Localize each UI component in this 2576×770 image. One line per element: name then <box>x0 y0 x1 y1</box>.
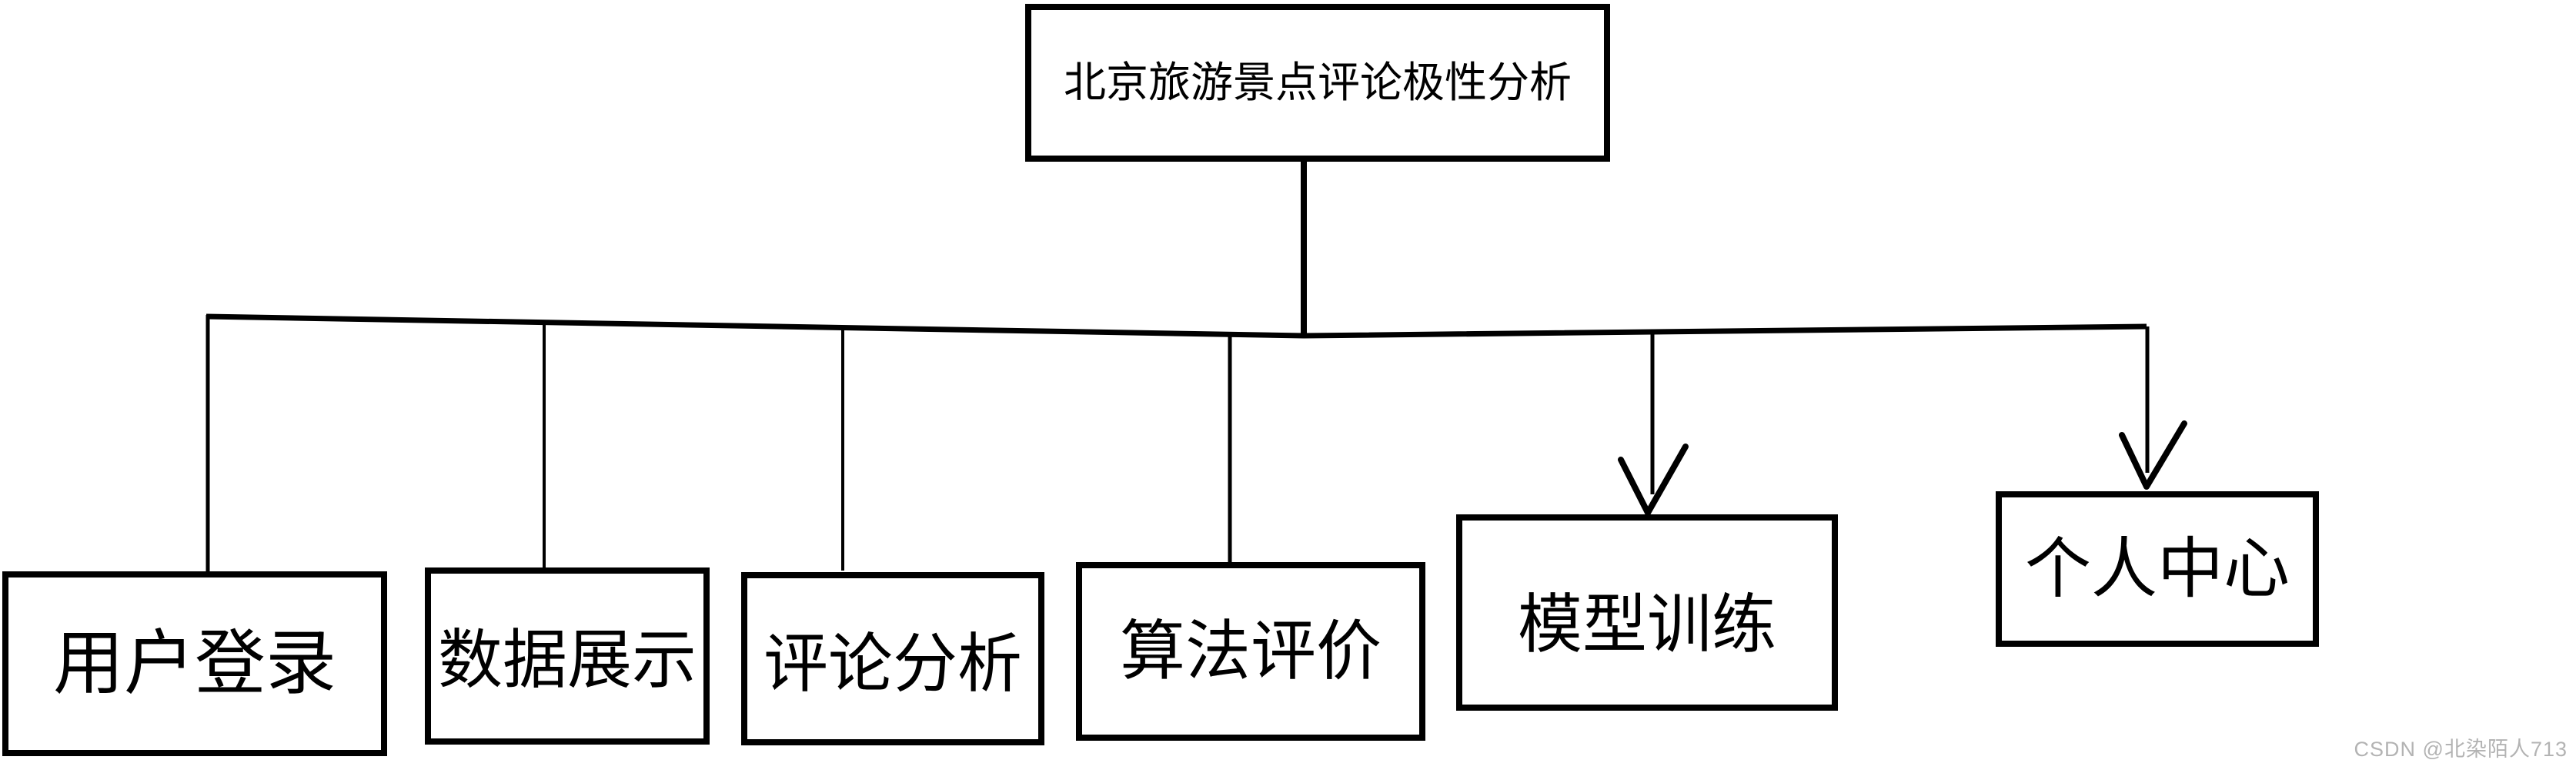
arrowhead-personal-center-icon <box>2119 420 2187 490</box>
node-algorithm-eval: 算法评价 <box>1076 562 1425 741</box>
watermark-text: CSDN @北染陌人713 <box>2354 738 2568 761</box>
node-model-training: 模型训练 <box>1456 514 1838 711</box>
node-user-login: 用户登录 <box>2 571 387 756</box>
node-comment-analysis: 评论分析 <box>741 572 1044 745</box>
node-data-display: 数据展示 <box>425 567 710 745</box>
node-root-title: 北京旅游景点评论极性分析 <box>1025 4 1610 162</box>
node-personal-center: 个人中心 <box>1996 491 2319 647</box>
bus-line <box>205 313 2147 339</box>
arrowhead-model-training-icon <box>1618 444 1689 516</box>
